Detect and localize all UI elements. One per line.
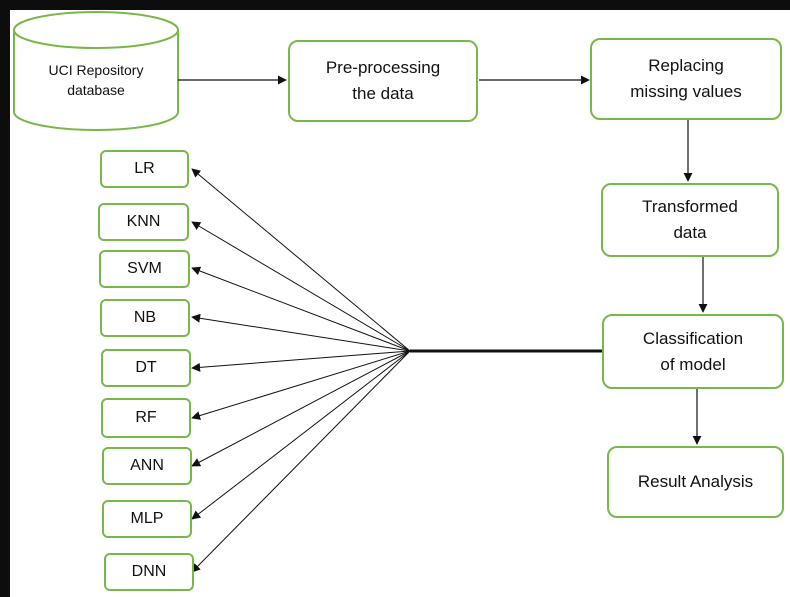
model-box-dnn: DNN [104,553,194,591]
model-box-lr: LR [100,150,189,188]
fan-arrow-dt [191,350,411,372]
result-analysis-box: Result Analysis [607,446,784,518]
fan-arrow-nb [191,313,411,352]
database-label: UCI Repository database [48,62,144,98]
model-box-svm: SVM [99,250,190,288]
model-fan-arrows [191,168,411,573]
model-box-knn: KNN [98,203,189,241]
fan-arrow-dnn [191,350,411,573]
replace-missing-box: Replacing missing values [590,38,782,120]
preprocess-box: Pre-processing the data [288,40,478,122]
transformed-data-box: Transformed data [601,183,779,257]
model-box-rf: RF [101,398,191,438]
fan-arrow-lr [191,168,411,352]
model-box-nb: NB [100,299,190,337]
fan-arrow-knn [191,221,411,352]
model-box-ann: ANN [102,447,192,485]
fan-arrow-mlp [191,350,411,520]
fan-arrow-rf [191,350,411,420]
classification-box: Classification of model [602,314,784,389]
model-box-dt: DT [101,349,191,387]
fan-arrow-ann [191,350,411,467]
fan-arrow-svm [191,266,411,352]
cylinder-database-icon [13,11,179,131]
model-box-mlp: MLP [102,500,192,538]
